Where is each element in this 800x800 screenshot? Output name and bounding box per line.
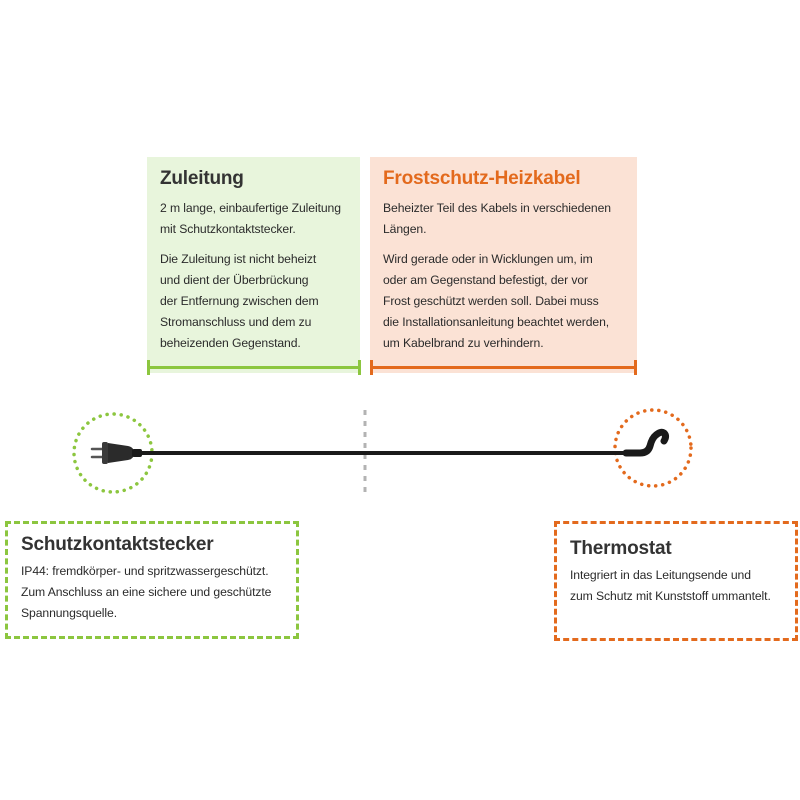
supply-cable-text-1: 2 m lange, einbaufertige Zuleitung mit S… <box>160 198 346 240</box>
supply-cable-panel: Zuleitung 2 m lange, einbaufertige Zulei… <box>147 157 360 373</box>
text-line: Beheizter Teil des Kabels in verschieden… <box>383 201 611 215</box>
thermostat-highlight-circle <box>613 408 693 488</box>
text-line: Stromanschluss und dem zu <box>160 315 312 329</box>
heating-cable-title: Frostschutz-Heizkabel <box>383 168 581 189</box>
bracket-tick-right <box>634 360 637 375</box>
thermostat-callout-title: Thermostat <box>570 538 672 559</box>
text-line: um Kabelbrand zu verhindern. <box>383 336 544 350</box>
text-line: der Entfernung zwischen dem <box>160 294 319 308</box>
bracket-tick-right <box>358 360 361 375</box>
text-line: Wird gerade oder in Wicklungen um, im <box>383 252 593 266</box>
heating-cable-text-2: Wird gerade oder in Wicklungen um, im od… <box>383 249 623 354</box>
text-line: mit Schutzkontaktstecker. <box>160 222 296 236</box>
text-line: und dient der Überbrückung <box>160 273 309 287</box>
supply-cable-title: Zuleitung <box>160 168 244 189</box>
plug-callout: Schutzkontaktstecker IP44: fremdkörper- … <box>5 521 299 639</box>
thermostat-callout: Thermostat Integriert in das Leitungsend… <box>554 521 798 641</box>
text-line: Spannungsquelle. <box>21 606 117 620</box>
plug-callout-text: IP44: fremdkörper- und spritzwassergesch… <box>21 561 283 624</box>
bracket-tick-left <box>370 360 373 375</box>
thermostat-end-icon <box>622 428 669 457</box>
text-line: die Installationsanleitung beachtet werd… <box>383 315 610 329</box>
text-line: IP44: fremdkörper- und spritzwassergesch… <box>21 564 269 578</box>
bracket-tick-left <box>147 360 150 375</box>
heating-cable-bracket <box>370 360 637 376</box>
text-line: beheizenden Gegenstand. <box>160 336 301 350</box>
text-line: Frost geschützt werden soll. Dabei muss <box>383 294 599 308</box>
text-line: oder am Gegenstand befestigt, der vor <box>383 273 588 287</box>
text-line: zum Schutz mit Kunststoff ummantelt. <box>570 589 771 603</box>
supply-cable-text-2: Die Zuleitung ist nicht beheizt und dien… <box>160 249 346 354</box>
thermostat-callout-text: Integriert in das Leitungsende und zum S… <box>570 565 782 607</box>
heating-cable-panel: Frostschutz-Heizkabel Beheizter Teil des… <box>370 157 637 373</box>
plug-callout-title: Schutzkontaktstecker <box>21 534 214 555</box>
plug-icon <box>90 442 142 464</box>
bracket-bar <box>147 366 361 369</box>
text-line: Die Zuleitung ist nicht beheizt <box>160 252 317 266</box>
text-line: Längen. <box>383 222 427 236</box>
heating-cable-text-1: Beheizter Teil des Kabels in verschieden… <box>383 198 623 240</box>
text-line: Integriert in das Leitungsende und <box>570 568 751 582</box>
supply-cable-bracket <box>147 360 361 376</box>
bracket-bar <box>370 366 637 369</box>
text-line: 2 m lange, einbaufertige Zuleitung <box>160 201 341 215</box>
text-line: Zum Anschluss an eine sichere und geschü… <box>21 585 272 599</box>
